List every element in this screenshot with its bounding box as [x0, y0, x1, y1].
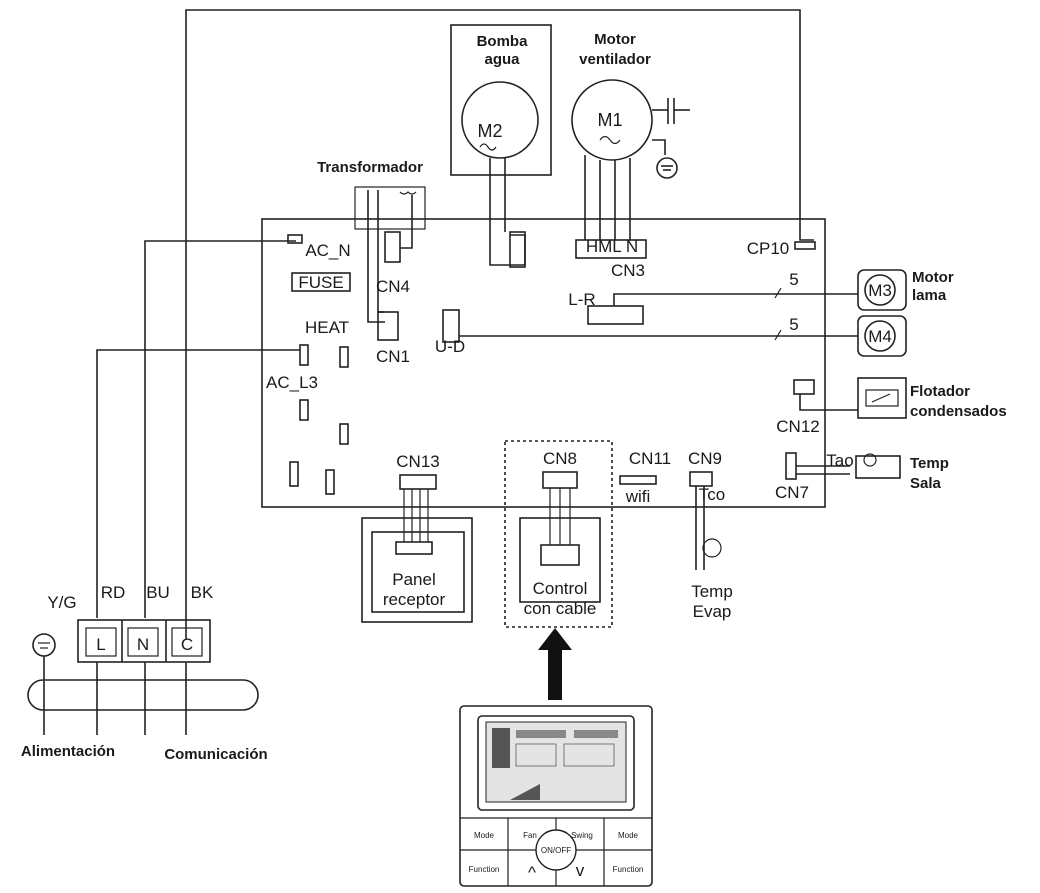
cn13-connector [399, 474, 437, 490]
cn3-pins: HML N [586, 237, 638, 256]
ud-label: U-D [435, 337, 465, 356]
m4-box [857, 315, 907, 357]
cn8-connector [542, 471, 578, 489]
cn12-label: CN12 [776, 417, 819, 436]
fuse-box [291, 272, 351, 292]
pump-motor-icon [461, 81, 539, 159]
yg-label: Y/G [47, 593, 76, 612]
fan-label-2: ventilador [579, 51, 651, 68]
remote-btn-function-left[interactable]: Function [469, 865, 500, 874]
remote-btn-mode[interactable]: Mode [474, 831, 495, 840]
wifi-label: wifi [625, 487, 651, 506]
m4-motor-icon [864, 320, 896, 352]
louver-label-2: lama [912, 287, 947, 304]
room-sensor-box [855, 455, 901, 479]
cn1-label: CN1 [376, 347, 410, 366]
transformer-label: Transformador [317, 159, 423, 176]
lr-connector [587, 305, 644, 325]
heat-label: HEAT [305, 318, 349, 337]
cp10-label: CP10 [747, 239, 790, 258]
m4-symbol: M4 [868, 327, 892, 346]
cn13-label: CN13 [396, 452, 439, 471]
remote-up-button[interactable]: ^ [528, 863, 536, 882]
terminal-block [77, 619, 211, 663]
main-pcb [261, 218, 826, 508]
receiver-label-2: receptor [383, 590, 446, 609]
rd-label: RD [101, 583, 126, 602]
cn4-label: CN4 [376, 277, 410, 296]
remote-btn-swing[interactable]: Swing [571, 831, 593, 840]
remote-onoff-label: ON/OFF [541, 846, 571, 855]
wire-count-a: 5 [789, 270, 798, 289]
cn3-connector [575, 239, 647, 259]
terminal-c: C [181, 635, 193, 654]
fan-symbol: M1 [597, 110, 622, 130]
remote-btn-fan[interactable]: Fan [523, 831, 537, 840]
m3-motor-icon [864, 274, 896, 306]
receiver-panel-box [361, 517, 473, 623]
cn7-connector [785, 452, 797, 480]
transformer-box [354, 186, 426, 230]
wire-count-b: 5 [789, 315, 798, 334]
receiver-label-1: Panel [392, 570, 435, 589]
ud-connector [442, 309, 460, 343]
ac-l3-label: AC_L3 [266, 373, 318, 392]
cn3-label: CN3 [611, 261, 645, 280]
wired-label-1: Control [533, 579, 588, 598]
cn9-connector [689, 471, 713, 487]
pump-symbol: M2 [477, 121, 502, 141]
cn12-connector [793, 379, 815, 395]
terminal-n: N [137, 635, 149, 654]
louver-label-1: Motor [912, 269, 954, 286]
arrow-up-icon [538, 628, 572, 700]
fan-label-1: Motor [594, 31, 636, 48]
bu-label: BU [146, 583, 170, 602]
cn1-connector [377, 311, 399, 341]
bk-label: BK [191, 583, 214, 602]
remote-btn-function-right[interactable]: Function [613, 865, 644, 874]
float-label-2: condensados [910, 403, 1007, 420]
ground-terminal-icon [32, 633, 56, 657]
cn7-label: CN7 [775, 483, 809, 502]
tco-label: Tco [699, 485, 725, 504]
float-label-1: Flotador [910, 383, 970, 400]
wired-label-2: con cable [524, 599, 597, 618]
ground-icon [656, 157, 678, 179]
float-box [857, 377, 907, 419]
pump-label-1: Bomba [477, 33, 528, 50]
room-temp-label-1: Temp [910, 455, 949, 472]
wired-control-frame [504, 440, 613, 628]
lr-label: L-R [568, 290, 595, 309]
fan-motor-icon [571, 79, 653, 161]
fuse-label: FUSE [298, 273, 343, 292]
cable-sheath [27, 679, 259, 711]
ac-n-label: AC_N [305, 241, 350, 260]
m3-box [857, 269, 907, 311]
room-temp-label-2: Sala [910, 475, 942, 492]
evap-temp-label-2: Evap [693, 602, 732, 621]
cn9-label: CN9 [688, 449, 722, 468]
pump-label-2: agua [484, 51, 520, 68]
m3-symbol: M3 [868, 281, 892, 300]
cn11-label: CN11 [629, 449, 671, 468]
cn4-connector [384, 231, 401, 263]
power-label: Alimentación [21, 743, 115, 760]
remote-down-button[interactable]: v [576, 861, 585, 880]
remote-onoff-button[interactable] [535, 829, 577, 871]
comm-label: Comunicación [164, 746, 267, 763]
cn8-label: CN8 [543, 449, 577, 468]
pump-box [450, 24, 552, 176]
top-loop-wire [185, 9, 814, 640]
remote-btn-mode2[interactable]: Mode [618, 831, 639, 840]
tao-label: Tao [826, 451, 853, 470]
pump-connector [509, 231, 526, 268]
evap-temp-label-1: Temp [691, 582, 733, 601]
terminal-l: L [96, 635, 105, 654]
